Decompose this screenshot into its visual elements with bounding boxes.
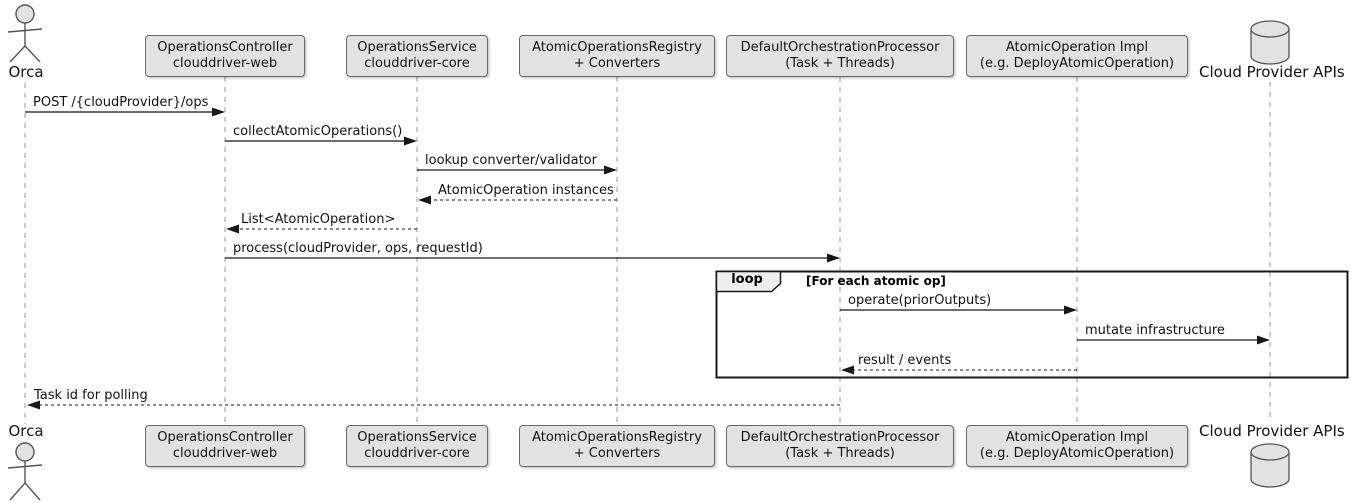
- participant-subtitle: clouddriver-web: [172, 446, 278, 461]
- participant-subtitle: (Task + Threads): [785, 56, 895, 71]
- participant-subtitle: + Converters: [573, 56, 661, 71]
- loop-frame: [715, 270, 1349, 379]
- participant-atomic-operations-registry-bottom: AtomicOperationsRegistry + Converters: [519, 425, 715, 467]
- actor-label-orca-top: Orca: [8, 63, 44, 81]
- participant-name: DefaultOrchestrationProcessor: [740, 430, 940, 445]
- message-label-atomic-operation-instances: AtomicOperation instances: [438, 183, 614, 198]
- actor-icon-orca-top: [7, 4, 43, 63]
- message-label-operate: operate(priorOutputs): [848, 293, 992, 308]
- participant-subtitle: (e.g. DeployAtomicOperation): [979, 446, 1175, 461]
- participant-subtitle: clouddriver-core: [364, 56, 470, 71]
- message-label-collect-atomic-operations: collectAtomicOperations(): [233, 124, 403, 139]
- arrow-mutate-infrastructure: [1077, 335, 1270, 345]
- participant-subtitle: + Converters: [573, 446, 661, 461]
- arrow-process: [225, 253, 840, 263]
- arrow-operate: [840, 305, 1077, 315]
- message-label-lookup-converter: lookup converter/validator: [425, 153, 597, 168]
- arrow-lookup-converter: [417, 165, 617, 175]
- database-icon-cloud-bottom: [1250, 443, 1290, 488]
- arrow-result-events: [841, 365, 1077, 375]
- actor-icon-orca-bottom: [7, 442, 43, 501]
- database-label-cloud-bottom: Cloud Provider APIs: [1199, 422, 1345, 440]
- loop-guard-label: [For each atomic op]: [806, 274, 946, 288]
- message-label-process: process(cloudProvider, ops, requestId): [233, 241, 483, 256]
- participant-default-orchestration-processor-top: DefaultOrchestrationProcessor (Task + Th…: [726, 35, 954, 77]
- arrow-task-id-polling: [27, 400, 840, 410]
- participant-subtitle: (e.g. DeployAtomicOperation): [979, 56, 1175, 71]
- participant-atomic-operations-registry-top: AtomicOperationsRegistry + Converters: [519, 35, 715, 77]
- participant-name: AtomicOperation Impl: [1005, 40, 1149, 55]
- message-label-result-events: result / events: [858, 353, 952, 368]
- participant-name: DefaultOrchestrationProcessor: [740, 40, 940, 55]
- participant-name: AtomicOperation Impl: [1005, 430, 1149, 445]
- participant-operations-controller-bottom: OperationsController clouddriver-web: [145, 425, 305, 467]
- participant-name: OperationsController: [157, 430, 293, 445]
- participant-subtitle: clouddriver-core: [364, 446, 470, 461]
- message-label-mutate-infrastructure: mutate infrastructure: [1085, 323, 1225, 338]
- participant-operations-service-bottom: OperationsService clouddriver-core: [346, 425, 488, 467]
- participant-atomic-operation-impl-top: AtomicOperation Impl (e.g. DeployAtomicO…: [966, 35, 1188, 77]
- participant-name: OperationsService: [357, 40, 477, 55]
- loop-operator-pentagon: [715, 270, 782, 293]
- database-label-cloud-top: Cloud Provider APIs: [1199, 63, 1345, 81]
- participant-operations-service-top: OperationsService clouddriver-core: [346, 35, 488, 77]
- message-label-list-atomic-operation: List<AtomicOperation>: [241, 212, 396, 227]
- participant-subtitle: clouddriver-web: [172, 56, 278, 71]
- loop-operator-label: loop: [731, 272, 763, 287]
- participant-name: OperationsService: [357, 430, 477, 445]
- lifelines: [24, 77, 1271, 425]
- participant-name: OperationsController: [157, 40, 293, 55]
- message-arrows: [25, 107, 1270, 410]
- participant-name: AtomicOperationsRegistry: [532, 40, 702, 55]
- participant-operations-controller-top: OperationsController clouddriver-web: [145, 35, 305, 77]
- participant-name: AtomicOperationsRegistry: [532, 430, 702, 445]
- message-label-post-ops: POST /{cloudProvider}/ops: [33, 95, 209, 110]
- participant-default-orchestration-processor-bottom: DefaultOrchestrationProcessor (Task + Th…: [726, 425, 954, 467]
- participant-subtitle: (Task + Threads): [785, 446, 895, 461]
- arrow-post-ops: [25, 107, 225, 117]
- arrow-list-atomic-operation: [226, 224, 417, 234]
- database-icon-cloud-top: [1250, 20, 1290, 65]
- message-label-task-id-polling: Task id for polling: [34, 388, 148, 403]
- actor-label-orca-bottom: Orca: [8, 422, 44, 440]
- arrow-atomic-operation-instances: [418, 195, 617, 205]
- participant-atomic-operation-impl-bottom: AtomicOperation Impl (e.g. DeployAtomicO…: [966, 425, 1188, 467]
- arrow-collect-atomic-operations: [225, 136, 417, 146]
